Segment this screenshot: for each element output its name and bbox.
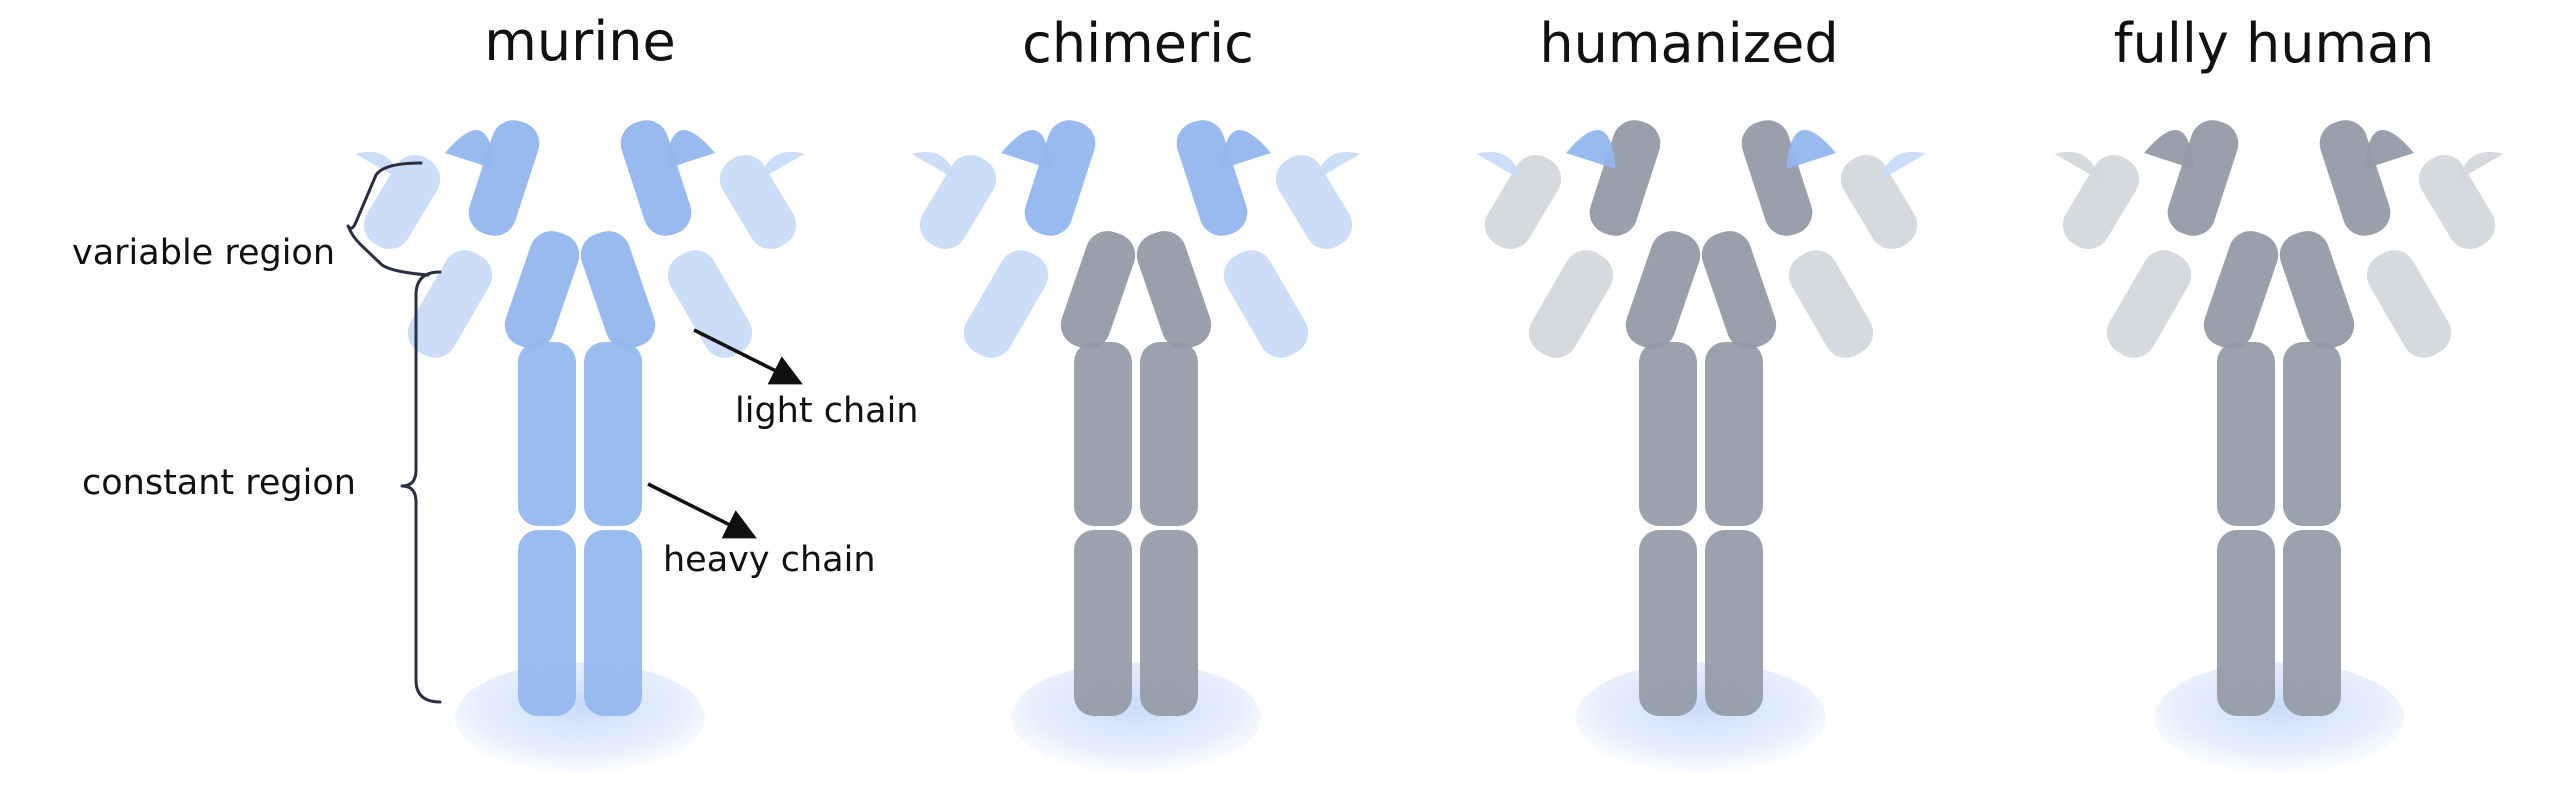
light-chain-variable-domain [919,154,997,250]
light-chain-cdr-tip [1315,151,1361,180]
heavy-chain-constant-domain [1705,342,1763,526]
base-shadow [1576,662,1826,774]
light-chain-cdr-tip [911,151,957,180]
heavy-chain-constant-domain [2203,231,2279,349]
heavy-chain-constant-domain [1639,530,1697,716]
heavy-chain-cdr-tip [665,130,715,170]
heavy-chain-constant-domain [1074,342,1132,526]
panel-chimeric [911,120,1361,774]
light-chain-constant-domain [2106,250,2192,358]
heavy-chain-constant-domain [1639,342,1697,526]
heavy-chain-constant-domain [1060,231,1136,349]
heavy-chain-constant-domain [1705,530,1763,716]
light-chain-constant-domain [667,250,753,358]
heavy-chain-constant-domain [1701,231,1777,349]
heavy-chain-constant-domain [580,231,656,349]
heavy-chain-variable-domain [1176,120,1248,236]
base-shadow [1011,662,1261,774]
light-chain-label: light chain [735,391,918,431]
heavy-chain-constant-domain [2283,342,2341,526]
light-chain-constant-domain [963,250,1049,358]
light-chain-constant-domain [1788,250,1874,358]
light-chain-variable-domain [1840,154,1918,250]
variable-region-label: variable region [72,233,335,273]
light-chain-arrow [693,328,803,385]
light-chain-variable-domain [2418,154,2496,250]
constant-region-bracket [400,270,442,704]
heavy-chain-constant-domain [1140,342,1198,526]
heavy-chain-variable-domain [1741,120,1813,236]
heavy-chain-variable-domain [468,120,540,236]
base-shadow [2154,662,2404,774]
panel-title-murine: murine [484,10,675,73]
heavy-chain-variable-domain [2167,120,2239,236]
light-chain-cdr-tip [355,151,401,180]
panel-fully-human [2054,120,2504,774]
heavy-chain-constant-domain [584,342,642,526]
heavy-chain-cdr-tip [1001,130,1051,170]
heavy-chain-variable-domain [2319,120,2391,236]
heavy-chain-constant-domain [1074,530,1132,716]
light-chain-constant-domain [1223,250,1309,358]
light-chain-cdr-tip [759,151,805,180]
light-chain-cdr-tip [2054,151,2100,180]
heavy-chain-constant-domain [2279,231,2355,349]
heavy-chain-variable-domain [1024,120,1096,236]
panel-title-chimeric: chimeric [1022,12,1254,75]
heavy-chain-constant-domain [1625,231,1701,349]
panel-murine [355,120,805,774]
heavy-chain-constant-domain [584,530,642,716]
heavy-chain-cdr-tip [1566,130,1616,170]
heavy-chain-constant-domain [504,231,580,349]
light-chain-cdr-tip [1476,151,1522,180]
heavy-chain-constant-domain [518,342,576,526]
light-chain-variable-domain [1275,154,1353,250]
light-chain-variable-domain [363,154,441,250]
heavy-chain-variable-domain [620,120,692,236]
base-shadow [455,662,705,774]
heavy-chain-cdr-tip [1221,130,1271,170]
panel-title-fully-human: fully human [2114,12,2435,75]
heavy-chain-cdr-tip [1786,130,1836,170]
light-chain-cdr-tip [2458,151,2504,180]
light-chain-constant-domain [2366,250,2452,358]
heavy-chain-label: heavy chain [663,540,876,580]
light-chain-constant-domain [1528,250,1614,358]
heavy-chain-constant-domain [1136,231,1212,349]
constant-region-label: constant region [82,463,356,503]
light-chain-variable-domain [2062,154,2140,250]
heavy-chain-constant-domain [2217,342,2275,526]
heavy-chain-arrow [647,482,757,539]
heavy-chain-cdr-tip [445,130,495,170]
heavy-chain-constant-domain [1140,530,1198,716]
light-chain-variable-domain [1484,154,1562,250]
heavy-chain-variable-domain [1589,120,1661,236]
variable-region-bracket [346,161,430,277]
light-chain-cdr-tip [1880,151,1926,180]
heavy-chain-cdr-tip [2364,130,2414,170]
heavy-chain-cdr-tip [2144,130,2194,170]
panel-title-humanized: humanized [1539,12,1838,75]
light-chain-constant-domain [407,250,493,358]
heavy-chain-constant-domain [2217,530,2275,716]
heavy-chain-constant-domain [2283,530,2341,716]
light-chain-variable-domain [719,154,797,250]
heavy-chain-constant-domain [518,530,576,716]
panel-humanized [1476,120,1926,774]
